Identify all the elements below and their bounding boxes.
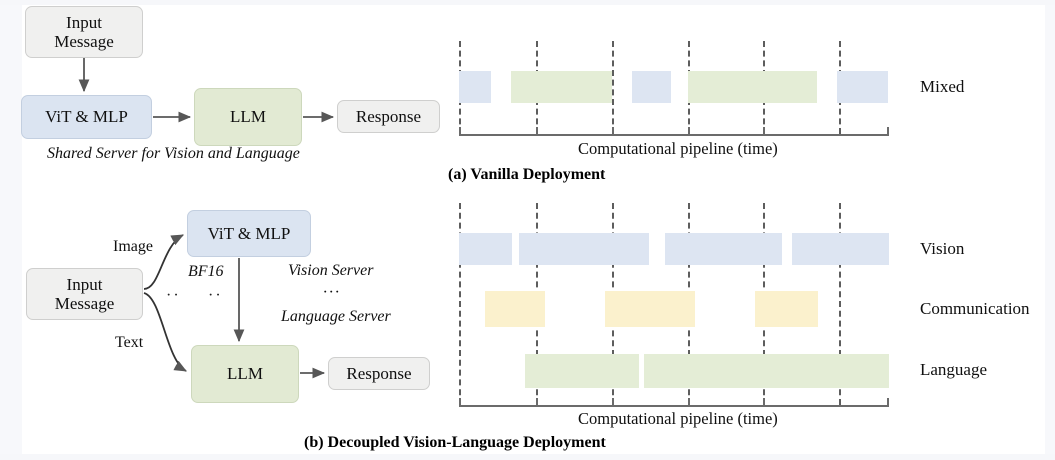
axis-tick-a-2	[612, 127, 614, 135]
page-margin-left	[0, 0, 22, 460]
axis-tick-a-1	[536, 127, 538, 135]
panel-a-llm-label: LLM	[230, 107, 266, 127]
panel-b-image-edge-label: Image	[113, 238, 153, 255]
row-label-communication: Communication	[920, 299, 1030, 318]
axis-tick-a-5	[887, 127, 889, 135]
axis-tick-a-4	[763, 127, 765, 135]
panel-b-text-edge-label: Text	[115, 334, 144, 351]
axis-tick-b-5	[887, 398, 889, 406]
panel-a-response-label: Response	[355, 106, 422, 126]
bar-a-mixed-seg-0	[459, 71, 491, 103]
panel-a-input-message-node[interactable]: Input Message	[25, 6, 143, 58]
panel-b-llm-node[interactable]: LLM	[191, 345, 299, 403]
panel-a-caption: (a) Vanilla Deployment	[448, 166, 606, 183]
panel-a-shared-server-label: Shared Server for Vision and Language	[47, 145, 300, 162]
bar-a-mixed-seg-3	[688, 71, 817, 103]
panel-b-vit-mlp-label: ViT & MLP	[207, 223, 291, 243]
axis-label-a: Computational pipeline (time)	[578, 139, 778, 158]
axis-tick-a-0	[459, 127, 461, 135]
row-label-language: Language	[920, 360, 988, 379]
panel-b-response-node[interactable]: Response	[328, 357, 430, 390]
panel-b-llm-label: LLM	[227, 364, 263, 384]
bar-a-mixed-seg-2	[632, 71, 671, 103]
panel-b-vit-mlp-node[interactable]: ViT & MLP	[187, 210, 311, 257]
bar-b-vision-seg-3	[792, 233, 889, 265]
bar-b-lang-seg-0	[525, 354, 639, 388]
panel-a-input-message-label: Input Message	[54, 12, 114, 51]
bar-b-vision-seg-0	[459, 233, 512, 265]
panel-b-bf16-edge-label: BF16	[188, 263, 224, 280]
panel-b-caption: (b) Decoupled Vision-Language Deployment	[304, 434, 606, 451]
axis-tick-a-3	[688, 127, 690, 135]
bar-a-mixed-seg-1	[511, 71, 612, 103]
panel-b-vision-server-label: Vision Server	[288, 262, 374, 279]
axis-tick-b-0	[459, 398, 461, 406]
panel-b-server-divider-dots-left: ··	[166, 287, 181, 304]
page-margin-top	[0, 0, 1055, 5]
bar-b-comm-seg-1	[605, 291, 695, 327]
panel-b-response-label: Response	[346, 363, 412, 383]
axis-tick-b-2	[612, 398, 614, 406]
row-label-vision: Vision	[920, 239, 965, 258]
panel-b-server-divider-dots: ···	[323, 284, 341, 301]
axis-tick-b-4	[763, 398, 765, 406]
page-margin-right	[1045, 0, 1055, 460]
bar-b-comm-seg-0	[485, 291, 545, 327]
panel-b-input-message-label: Input Message	[54, 274, 115, 313]
row-label-mixed: Mixed	[920, 77, 965, 96]
panel-b-server-divider-dots-mid: ··	[208, 287, 223, 304]
bar-b-lang-seg-1	[644, 354, 889, 388]
bar-b-vision-seg-1	[519, 233, 649, 265]
bar-b-vision-seg-2	[665, 233, 782, 265]
bar-b-comm-seg-2	[755, 291, 818, 327]
axis-tick-b-3	[688, 398, 690, 406]
axis-label-b: Computational pipeline (time)	[578, 409, 778, 428]
panel-a-response-node[interactable]: Response	[337, 100, 440, 133]
panel-a-llm-node[interactable]: LLM	[194, 88, 302, 146]
axis-line-a	[459, 134, 889, 136]
panel-a-vit-mlp-label: ViT & MLP	[45, 107, 128, 127]
page-margin-bottom	[0, 454, 1055, 460]
panel-b-input-message-node[interactable]: Input Message	[26, 268, 143, 320]
axis-line-b	[459, 405, 889, 407]
gridline-a-2	[612, 41, 614, 134]
bar-a-mixed-seg-4	[837, 71, 888, 103]
panel-a-vit-mlp-node[interactable]: ViT & MLP	[21, 95, 152, 139]
gridline-b-0	[459, 203, 461, 405]
panel-b-language-server-label: Language Server	[281, 308, 391, 325]
axis-tick-b-1	[536, 398, 538, 406]
gridline-b-5	[839, 203, 841, 405]
